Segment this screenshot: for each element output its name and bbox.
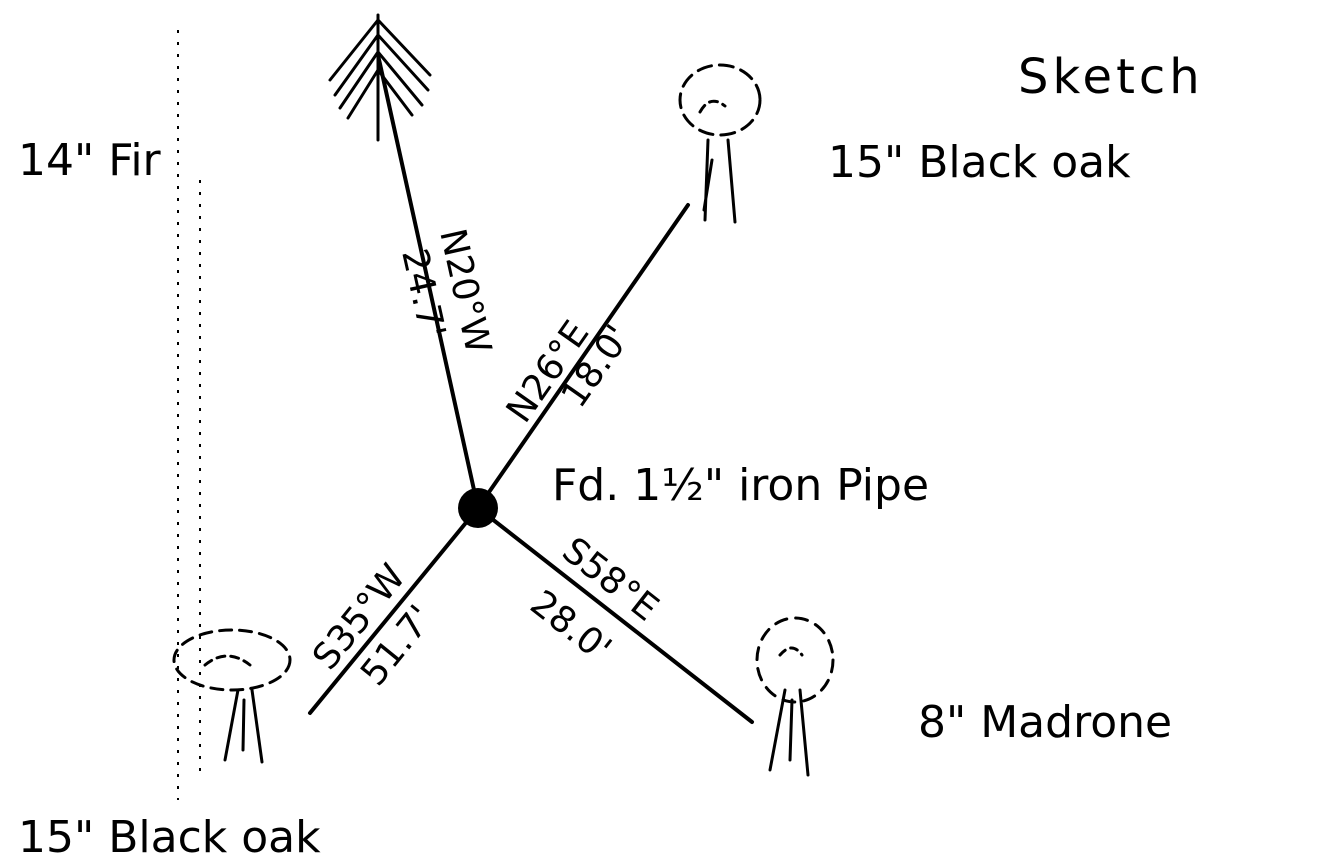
tie-line-oak-ne: [476, 203, 690, 510]
fir-label: 14" Fir: [18, 135, 162, 186]
tie-line-madrone: [476, 506, 754, 724]
black-oak-ne-tree-icon: [678, 63, 762, 224]
black-oak-sw-label: 15" Black oak: [18, 812, 321, 863]
black-oak-ne-label: 15" Black oak: [828, 137, 1131, 188]
tie-line-fir: [376, 53, 480, 510]
fir-tree-icon: [328, 13, 432, 142]
iron-pipe-point: [458, 488, 498, 528]
tie-line-oak-sw: [308, 506, 480, 715]
madrone-label: 8" Madrone: [918, 697, 1172, 748]
sketch-title: Sketch: [1018, 49, 1204, 105]
black-oak-sw-tree-icon: [172, 628, 292, 764]
iron-pipe-label: Fd. 1½" iron Pipe: [552, 460, 929, 511]
madrone-tree-icon: [755, 616, 835, 777]
